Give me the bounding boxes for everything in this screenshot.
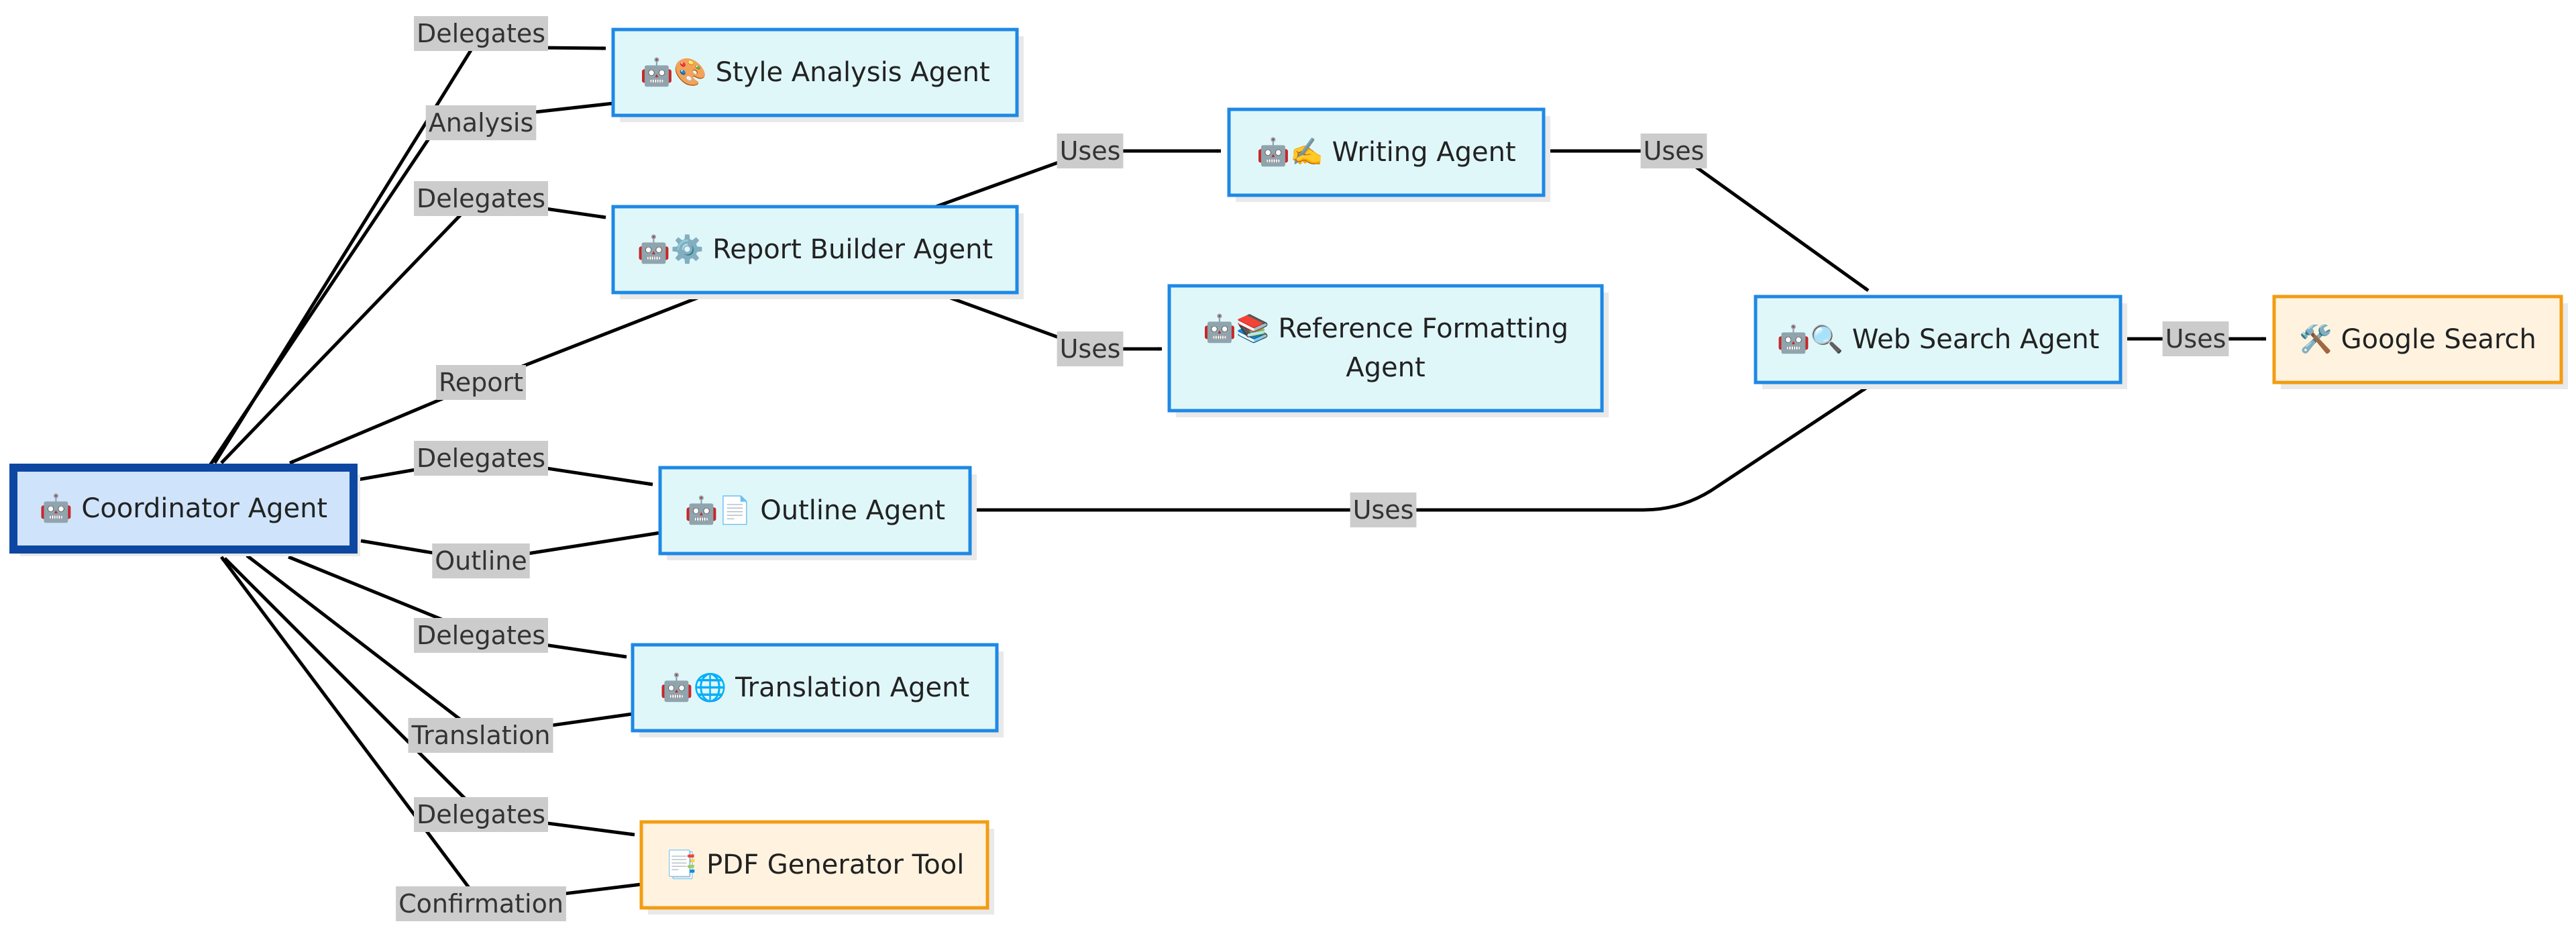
edge-label-bg: [1350, 492, 1417, 527]
edge-label-text: Uses: [1353, 495, 1414, 525]
edge-label-text: Report: [439, 368, 523, 397]
edge-label-outline-websearch: Uses: [1350, 492, 1417, 527]
edge-label-bg: [413, 797, 549, 832]
node-box[interactable]: [639, 820, 989, 910]
node-label: 🤖📄 Outline Agent: [685, 495, 945, 526]
node-label: 🤖📚 Reference Formatting: [1203, 313, 1568, 344]
node-google[interactable]: 🛠️ Google Search: [2272, 295, 2568, 389]
edge-coord-report: [220, 197, 606, 464]
edge-label-bg: [2162, 321, 2229, 356]
edge-label-bg: [1640, 134, 1707, 168]
edge-label-text: Uses: [2165, 324, 2226, 354]
edge-label-bg: [413, 441, 549, 476]
edge-label-bg: [413, 618, 549, 653]
node-label: 🤖⚙️ Report Builder Agent: [637, 233, 993, 265]
edge-label-pdf-coord: Confirmation: [396, 886, 566, 921]
edge-label-bg: [432, 543, 530, 578]
edge-label-coord-report: Delegates: [413, 181, 549, 216]
node-box[interactable]: [1167, 284, 1604, 413]
node-style[interactable]: 🤖🎨 Style Analysis Agent: [611, 28, 1024, 122]
node-coordinator[interactable]: 🤖 Coordinator Agent: [9, 464, 360, 556]
edge-label-text: Uses: [1644, 136, 1705, 166]
edge-label-text: Outline: [435, 546, 527, 576]
edge-label-bg: [413, 16, 549, 51]
edge-label-coord-translation: Delegates: [413, 618, 549, 653]
edge-label-coord-style: Delegates: [413, 16, 549, 51]
edge-label-style-coord: Analysis: [425, 105, 537, 140]
node-label: 🤖 Coordinator Agent: [40, 492, 327, 524]
node-websearch[interactable]: 🤖🔍 Web Search Agent: [1754, 295, 2127, 389]
node-outline[interactable]: 🤖📄 Outline Agent: [658, 466, 977, 560]
node-report[interactable]: 🤖⚙️ Report Builder Agent: [611, 205, 1024, 299]
node-label: 🤖🌐 Translation Agent: [660, 672, 969, 703]
node-layer: 🤖 Coordinator Agent 🤖🎨 Style Analysis Age…: [9, 28, 2568, 915]
edge-label-text: Analysis: [429, 108, 534, 138]
edge-label-bg: [1057, 331, 1124, 366]
edge-writing-websearch: [1544, 149, 1870, 293]
edge-outline-websearch: [970, 386, 1868, 512]
edge-label-translation-coord: Translation: [408, 718, 553, 753]
node-writing[interactable]: 🤖✍️ Writing Agent: [1227, 107, 1550, 202]
edge-label-report-coord: Report: [436, 365, 526, 400]
edge-label-bg: [408, 718, 553, 753]
edge-label-bg: [425, 105, 537, 140]
node-box[interactable]: [658, 466, 972, 556]
edge-label-text: Uses: [1060, 136, 1121, 166]
node-label: 🤖🎨 Style Analysis Agent: [640, 56, 989, 88]
edge-label-text: Translation: [411, 721, 550, 750]
node-box[interactable]: [611, 28, 1019, 117]
edge-label-text: Delegates: [417, 184, 545, 213]
edge-label-outline-coord: Outline: [432, 543, 530, 578]
edge-label-bg: [413, 181, 549, 216]
node-box[interactable]: [611, 205, 1019, 295]
edge-label-coord-outline: Delegates: [413, 441, 549, 476]
edge-label-writing-websearch: Uses: [1640, 134, 1707, 168]
edge-label-coord-pdf: Delegates: [413, 797, 549, 832]
node-translation[interactable]: 🤖🌐 Translation Agent: [631, 643, 1004, 737]
node-label: Agent: [1346, 352, 1425, 383]
edge-label-text: Delegates: [417, 19, 545, 48]
edge-label-layer: DelegatesAnalysisDelegatesReportDelegate…: [396, 16, 2229, 921]
edge-label-text: Delegates: [417, 444, 545, 473]
node-label: 📑 PDF Generator Tool: [665, 849, 965, 880]
edge-label-report-reference: Uses: [1057, 331, 1124, 366]
edge-label-text: Delegates: [417, 800, 545, 829]
edge-label-report-writing: Uses: [1057, 134, 1124, 168]
edge-label-text: Delegates: [417, 621, 545, 650]
node-label: 🤖✍️ Writing Agent: [1256, 136, 1515, 168]
node-label: 🤖🔍 Web Search Agent: [1777, 322, 2100, 355]
node-box[interactable]: [1754, 295, 2123, 384]
node-box[interactable]: [2272, 295, 2563, 384]
edge-label-text: Confirmation: [398, 889, 564, 919]
node-pdf[interactable]: 📑 PDF Generator Tool: [639, 820, 994, 915]
edge-label-bg: [1057, 134, 1124, 168]
edge-label-bg: [396, 886, 566, 921]
edge-report-reference: [935, 291, 1163, 351]
node-box[interactable]: [631, 643, 999, 733]
node-box[interactable]: [9, 464, 358, 554]
node-label: 🛠️ Google Search: [2299, 323, 2536, 355]
edge-label-bg: [436, 365, 526, 400]
edge-label-text: Uses: [1060, 334, 1121, 364]
edge-label-websearch-google: Uses: [2162, 321, 2229, 356]
node-box[interactable]: [1227, 107, 1546, 197]
